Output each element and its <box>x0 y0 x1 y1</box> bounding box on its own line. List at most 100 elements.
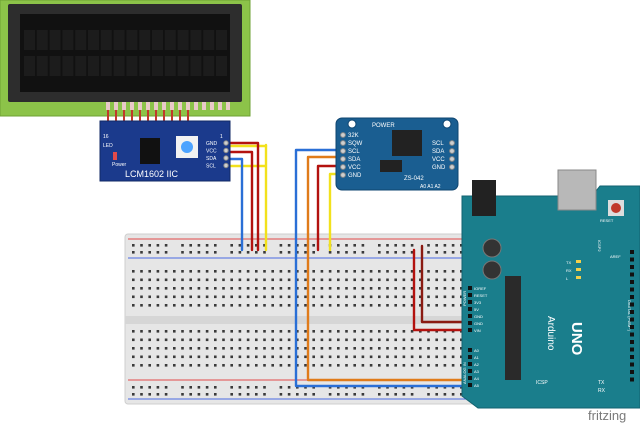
breadboard-hole <box>394 287 397 290</box>
breadboard-hole <box>451 386 455 389</box>
breadboard-hole <box>320 270 324 273</box>
arduino-power-pin <box>468 300 472 304</box>
breadboard-hole <box>345 278 348 282</box>
breadboard-hole <box>402 251 406 254</box>
breadboard-hole <box>337 386 340 389</box>
breadboard-hole <box>214 287 217 290</box>
breadboard-hole <box>287 364 291 367</box>
lcd-char-cell <box>203 56 215 76</box>
breadboard-hole <box>148 355 151 359</box>
rtc-model: ZS-042 <box>404 176 424 182</box>
breadboard-hole <box>328 295 332 299</box>
breadboard-hole <box>255 304 258 307</box>
arduino-power-title: POWER <box>462 291 467 306</box>
breadboard-hole <box>230 364 233 367</box>
breadboard-hole <box>337 278 340 282</box>
breadboard-hole <box>353 270 356 273</box>
breadboard-hole <box>369 330 373 333</box>
wire-rtc-scl <box>294 148 474 388</box>
lcd-i2c-pin-label: SCL <box>206 164 216 170</box>
arduino-digital-pin <box>630 317 634 322</box>
breadboard-hole <box>402 295 406 299</box>
breadboard-hole <box>238 347 242 350</box>
breadboard-hole <box>312 270 315 273</box>
lcd-header-pin <box>154 102 158 110</box>
breadboard-hole <box>181 304 184 307</box>
lcd-i2c-pin-label: VCC <box>206 149 217 155</box>
breadboard-hole <box>296 278 299 282</box>
breadboard-hole <box>410 338 414 342</box>
breadboard-hole <box>205 270 209 273</box>
breadboard-hole <box>132 244 135 247</box>
breadboard-hole <box>230 295 233 299</box>
breadboard-hole <box>238 295 242 299</box>
breadboard-hole <box>164 393 168 396</box>
breadboard-hole <box>451 338 455 342</box>
breadboard-hole <box>173 338 176 342</box>
breadboard-hole <box>140 295 143 299</box>
breadboard-hole <box>443 295 447 299</box>
breadboard-hole <box>279 386 283 389</box>
lcd-header-pin <box>226 102 230 110</box>
breadboard-hole <box>402 287 406 290</box>
breadboard-hole <box>197 270 201 273</box>
breadboard-hole <box>230 386 233 389</box>
breadboard-hole <box>279 347 283 350</box>
arduino-power-pin <box>468 286 472 290</box>
breadboard-hole <box>197 393 201 396</box>
breadboard-hole <box>156 364 160 367</box>
breadboard-hole <box>205 386 209 389</box>
breadboard-hole <box>402 278 406 282</box>
breadboard-hole <box>148 386 151 389</box>
arduino-digital-pin <box>630 362 634 367</box>
arduino-analog-pin-label: A1 <box>474 355 480 360</box>
lcd-char-cell <box>62 30 74 50</box>
arduino-power-pin-label: VIN <box>474 328 481 333</box>
breadboard-hole <box>378 330 381 333</box>
breadboard-hole <box>205 355 209 359</box>
breadboard-hole <box>189 287 192 290</box>
breadboard-hole <box>148 244 151 247</box>
breadboard-hole <box>164 278 168 282</box>
breadboard-hole <box>410 364 414 367</box>
breadboard-hole <box>353 251 356 254</box>
breadboard-hole <box>435 278 438 282</box>
breadboard-hole <box>197 386 201 389</box>
breadboard-hole <box>386 355 389 359</box>
breadboard-hole <box>296 347 299 350</box>
lcd-i2c-pin <box>223 162 229 169</box>
breadboard-hole <box>410 330 414 333</box>
breadboard-hole <box>378 270 381 273</box>
arduino-tx-label: TX <box>598 380 605 386</box>
breadboard-hole <box>140 393 143 396</box>
breadboard-hole <box>238 278 242 282</box>
arduino-digital-title: DIGITAL (PWM~) <box>627 300 632 332</box>
breadboard-hole <box>460 338 463 342</box>
breadboard-hole <box>435 251 438 254</box>
arduino-analog-pin <box>468 362 472 366</box>
breadboard-hole <box>173 355 176 359</box>
breadboard-hole <box>361 278 365 282</box>
arduino-rx-label: RX <box>598 388 606 394</box>
lcd-char-cell <box>203 30 215 50</box>
lcd-header-pin <box>170 102 174 110</box>
breadboard-hole <box>337 347 340 350</box>
breadboard-hole <box>181 251 184 254</box>
breadboard-hole <box>410 393 414 396</box>
breadboard-hole <box>361 338 365 342</box>
breadboard-hole <box>451 364 455 367</box>
breadboard-hole <box>304 251 307 254</box>
breadboard-hole <box>345 338 348 342</box>
breadboard-hole <box>345 364 348 367</box>
breadboard-hole <box>328 304 332 307</box>
lcd-char-cell <box>164 56 176 76</box>
breadboard-hole <box>435 304 438 307</box>
breadboard-hole <box>410 251 414 254</box>
arduino-digital-pin <box>630 347 634 352</box>
breadboard-hole <box>181 355 184 359</box>
breadboard-hole <box>279 338 283 342</box>
breadboard-hole <box>140 270 143 273</box>
lcd-char-cell <box>216 56 227 76</box>
breadboard-hole <box>312 244 315 247</box>
breadboard-hole <box>238 251 242 254</box>
